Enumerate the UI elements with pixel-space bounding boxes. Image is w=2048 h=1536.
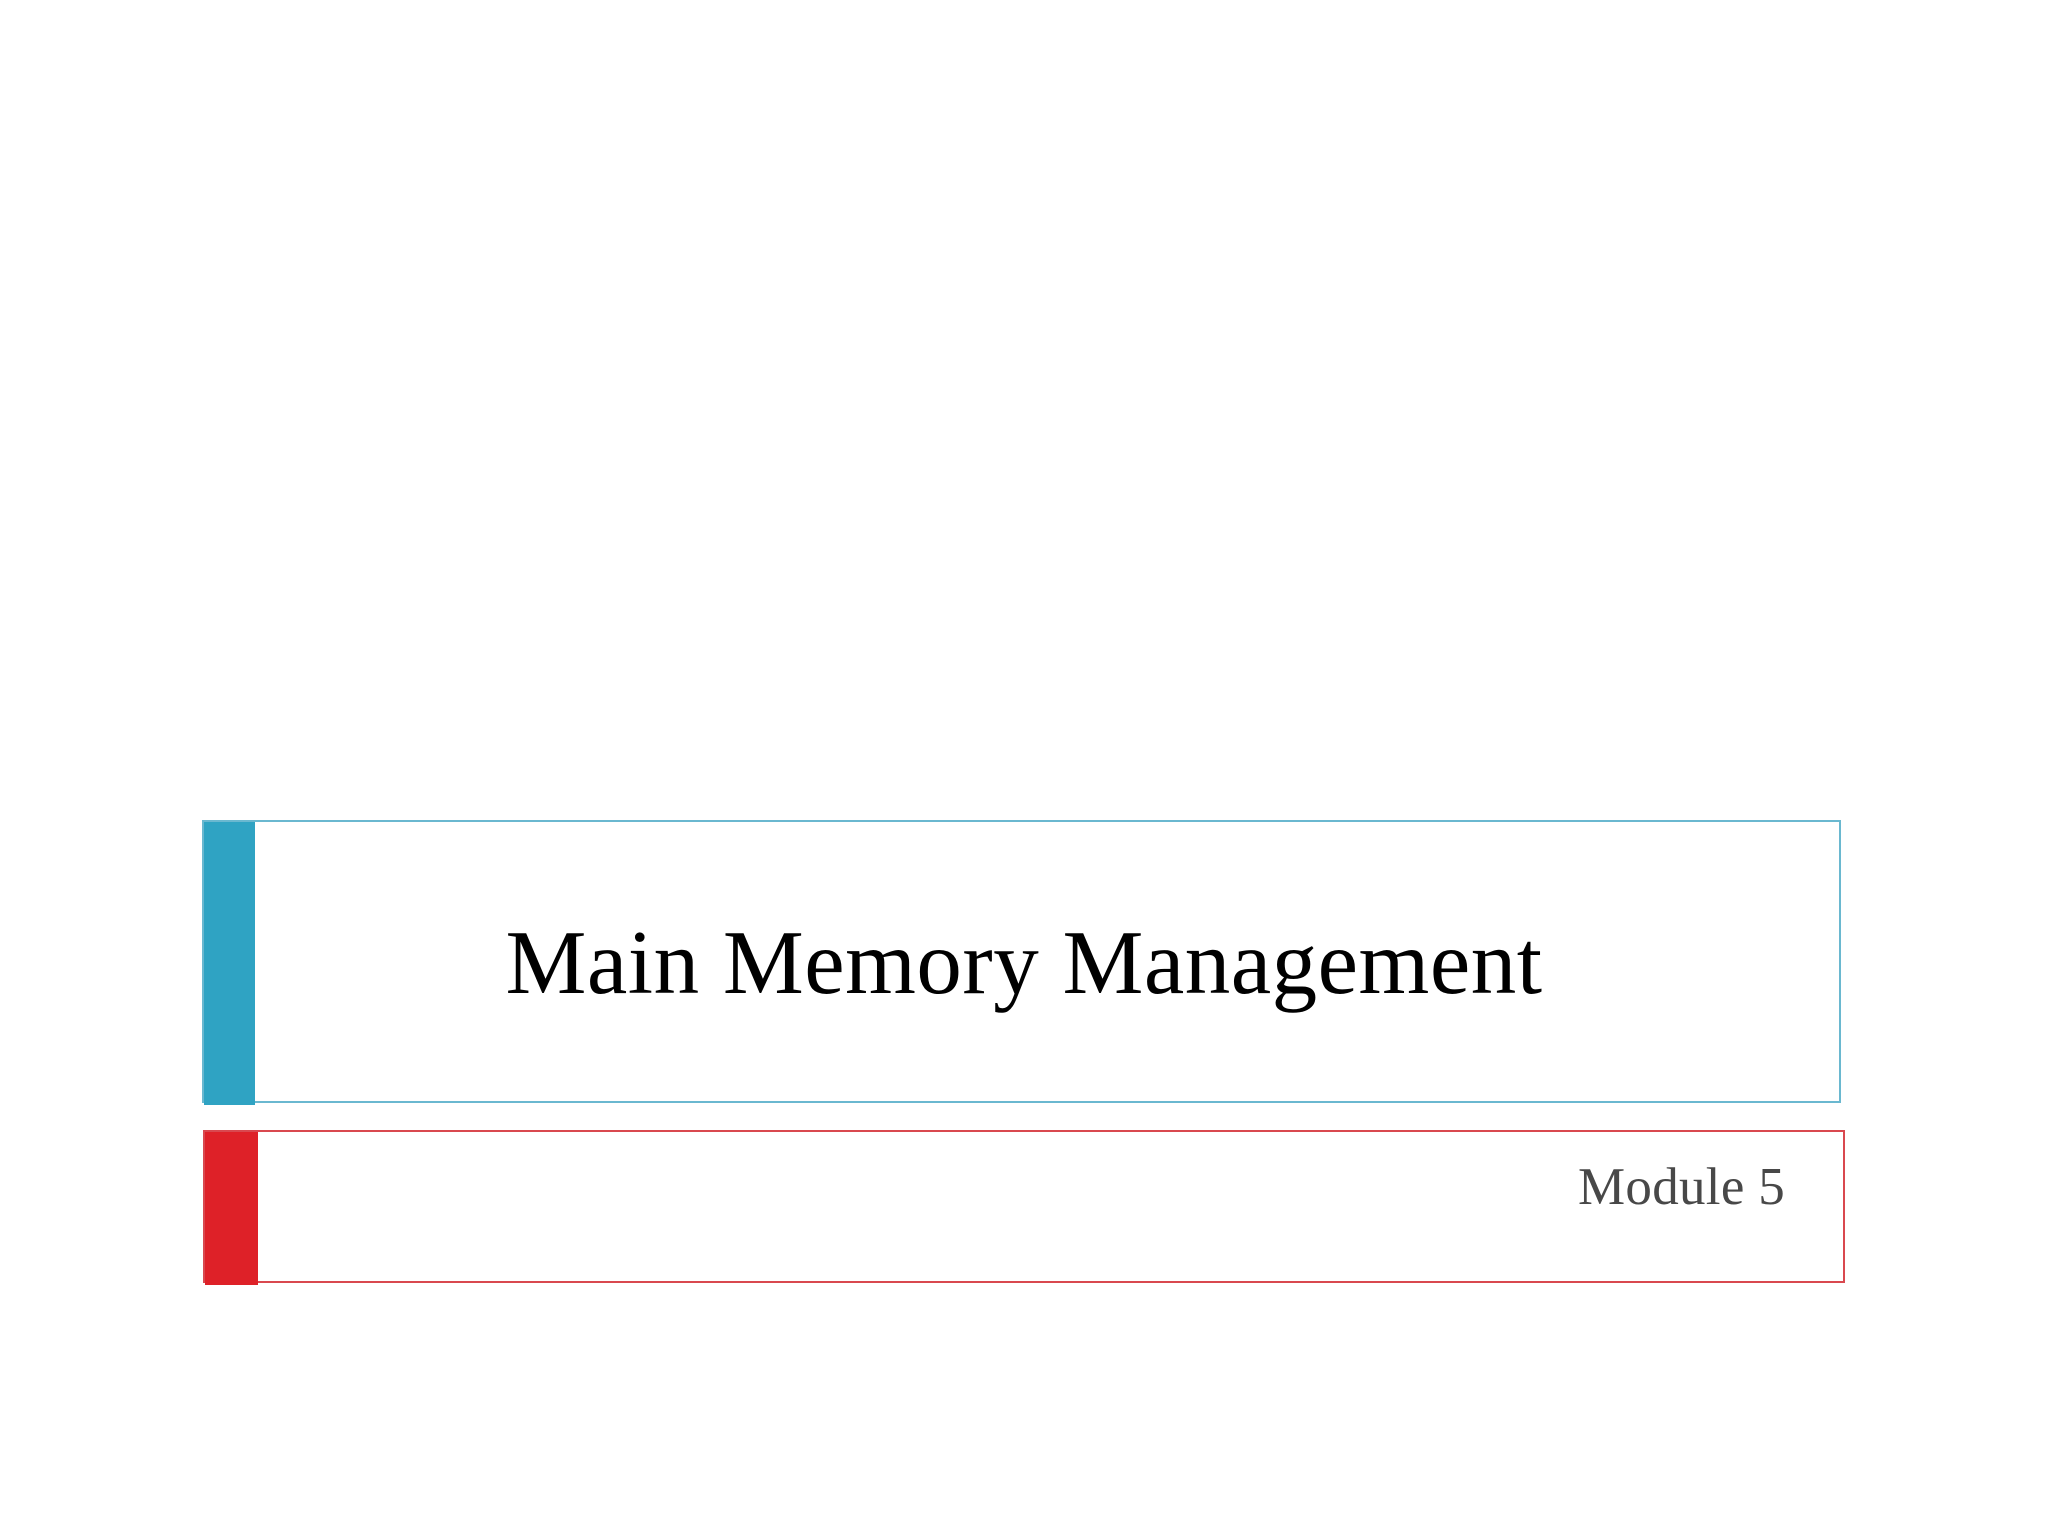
- title-accent-bar: [204, 822, 255, 1105]
- subtitle-accent-bar: [205, 1132, 258, 1285]
- slide-subtitle: Module 5: [1577, 1158, 1785, 1216]
- title-placeholder[interactable]: Main Memory Management: [202, 820, 1841, 1105]
- subtitle-placeholder[interactable]: Module 5: [203, 1130, 1845, 1285]
- slide-title: Main Memory Management: [505, 912, 1543, 1014]
